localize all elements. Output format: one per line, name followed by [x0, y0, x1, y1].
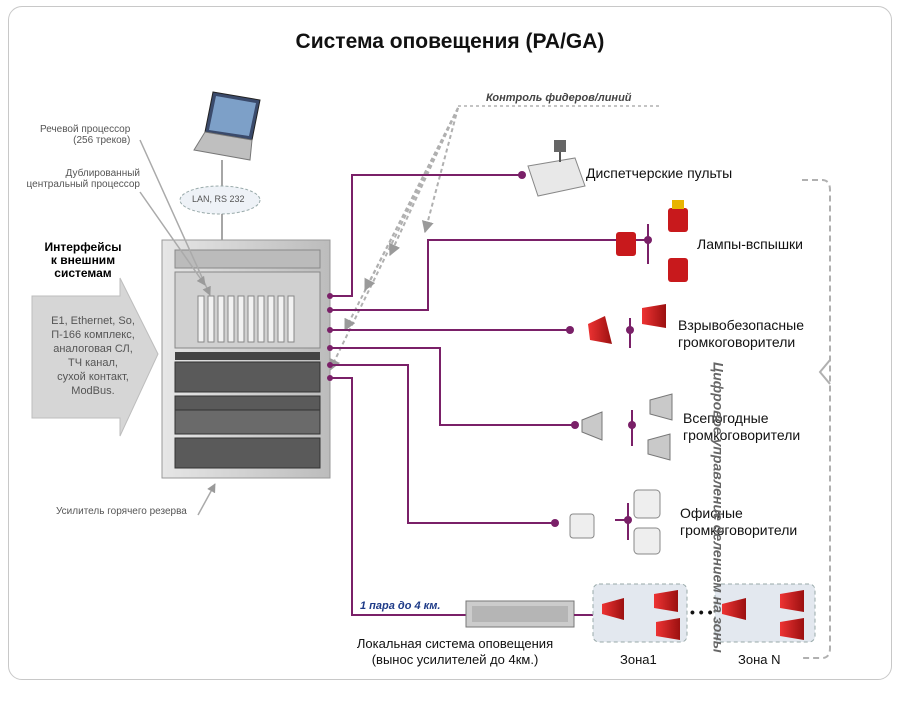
laptop-icon — [193, 91, 261, 161]
local-system-label: Локальная система оповещения (вынос усил… — [356, 636, 554, 667]
dispatch-console-icon — [527, 140, 586, 197]
interfaces-heading: Интерфейсы к внешним системам — [44, 240, 122, 280]
zoneN-box — [714, 583, 816, 643]
cloud-icon — [179, 185, 261, 215]
feeder-control-label: Контроль фидеров/линий — [486, 92, 632, 104]
flash-lamp-icons — [616, 200, 688, 282]
all-weather-label: Всепогодные громкоговорители — [683, 410, 801, 443]
office-label: Офисные громкоговорители — [680, 505, 798, 538]
distance-label: 1 пара до 4 км. — [360, 600, 441, 612]
equipment-cabinet — [161, 239, 331, 479]
diagram-title: Система оповещения (PA/GA) — [295, 30, 605, 53]
zone1-label: Зона1 — [620, 652, 657, 667]
zones-ellipsis: • • • — [690, 604, 713, 620]
speech-processor-label: Речевой процессор (256 треков) — [40, 124, 131, 146]
local-amplifier-icon — [465, 600, 575, 628]
zoning-bracket — [802, 179, 831, 659]
hot-standby-label: Усилитель горячего резерва — [56, 506, 187, 517]
dual-cpu-label: Дублированный центральный процессор — [26, 168, 140, 190]
zoning-label: Цифровое управление делением на зоны — [710, 362, 727, 653]
interfaces-arrow — [31, 277, 159, 437]
zoneN-label: Зона N — [738, 652, 781, 667]
explosion-proof-speaker-icons — [588, 304, 666, 344]
diagram-frame — [8, 6, 892, 680]
lan-label: LAN, RS 232 — [192, 194, 245, 204]
explosion-proof-label: Взрывобезопасные громкоговорители — [678, 317, 805, 350]
zone1-box — [592, 583, 688, 643]
dispatch-label: Диспетчерские пульты — [586, 165, 733, 181]
office-speaker-icons — [569, 489, 661, 555]
lamps-label: Лампы-вспышки — [697, 236, 804, 252]
all-weather-horn-icons — [581, 393, 673, 461]
interfaces-list: E1, Ethernet, So, П-166 комплекс, аналог… — [51, 315, 135, 397]
